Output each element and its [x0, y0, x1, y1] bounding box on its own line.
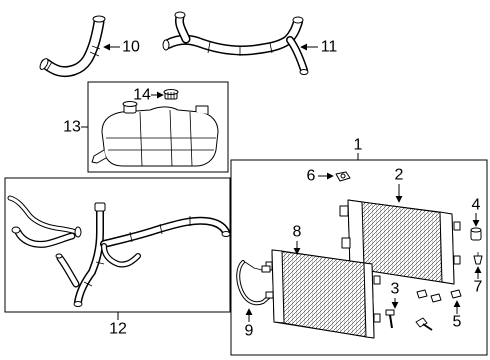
- callout-6: 6: [307, 168, 316, 185]
- radiator-part-2: [339, 199, 461, 285]
- callout-1: 1: [354, 137, 363, 154]
- condenser-part-8: [265, 249, 381, 339]
- callout-3: 3: [391, 281, 400, 298]
- callout-8: 8: [293, 224, 302, 241]
- insulator-part-4: [470, 227, 482, 241]
- line-bracket-part-9: [236, 260, 274, 306]
- reservoir-cap-part-14: [163, 89, 179, 100]
- callout-10: 10: [122, 39, 140, 56]
- callout-11: 11: [321, 39, 338, 56]
- callout-9: 9: [245, 323, 254, 340]
- callout-14: 14: [133, 87, 151, 104]
- callout-2: 2: [395, 167, 404, 184]
- coolant-reservoir-tank: [91, 101, 219, 167]
- callout-5: 5: [453, 314, 462, 331]
- callout-13: 13: [63, 119, 81, 136]
- upper-hose-part-10: [39, 15, 106, 78]
- radiator-assembly-box: [230, 159, 488, 356]
- callout-7: 7: [474, 279, 483, 296]
- hose-assembly-part-12: [7, 195, 231, 307]
- bolt-part-3: [385, 309, 395, 329]
- cap-part-6: [335, 171, 351, 182]
- fasteners-part-5: [415, 289, 462, 331]
- callout-12: 12: [109, 321, 127, 338]
- clip-part-7: [473, 252, 483, 265]
- callout-4: 4: [472, 197, 481, 214]
- coolant-hose-part-11: [162, 11, 309, 75]
